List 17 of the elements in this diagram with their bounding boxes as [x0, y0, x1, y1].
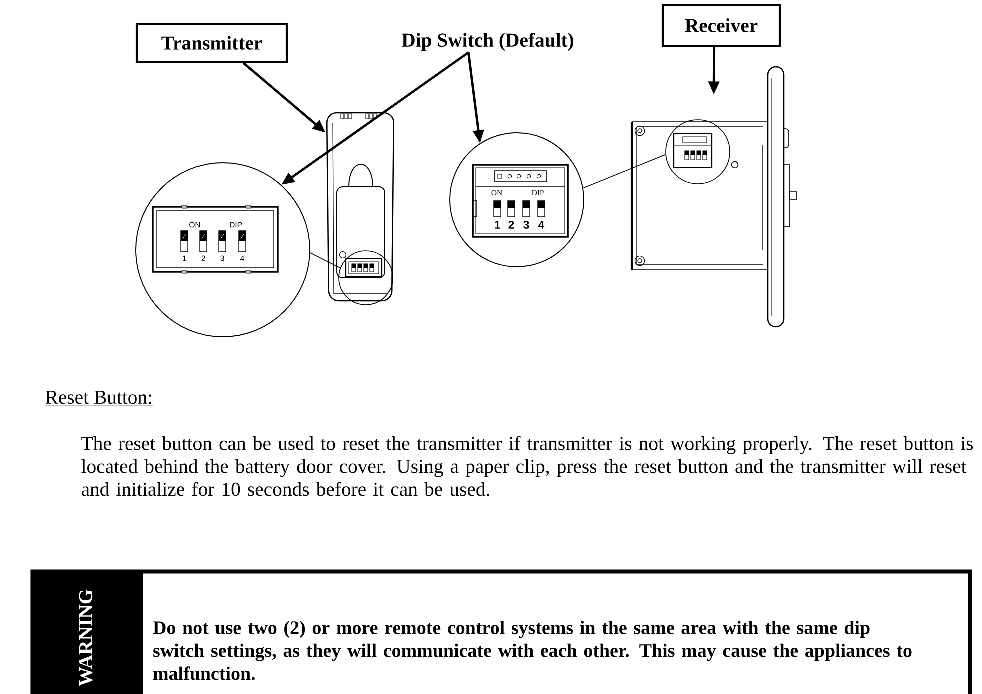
switch-number: 2	[508, 221, 514, 229]
paragraph: The reset button can be used to reset the transmitter if transmitter is not working properly. The reset button is located behind the battery door cover. Using a paper clip, press the reset button and the transmitter will reset and initialize for 10 seconds before it can be used.	[82, 436, 974, 496]
callout-label: Dip Switch (Default)	[402, 32, 574, 52]
transmitter-drawing	[326, 112, 395, 302]
switch-number: 1	[495, 221, 500, 229]
leader-line	[310, 252, 341, 269]
zoom-circle	[666, 120, 730, 184]
node-label: WARNING	[79, 590, 93, 686]
section-heading: Reset Button:	[45, 391, 154, 406]
receiver-drawing	[630, 66, 798, 328]
switch-number: 3	[524, 221, 530, 229]
leader-line	[583, 154, 666, 189]
zoom-circle	[338, 250, 394, 306]
label-box: Receiver	[662, 4, 782, 48]
label-box: Transmitter	[136, 22, 288, 64]
switch-number: 4	[538, 221, 545, 229]
warning-band: WARNING	[33, 570, 144, 694]
